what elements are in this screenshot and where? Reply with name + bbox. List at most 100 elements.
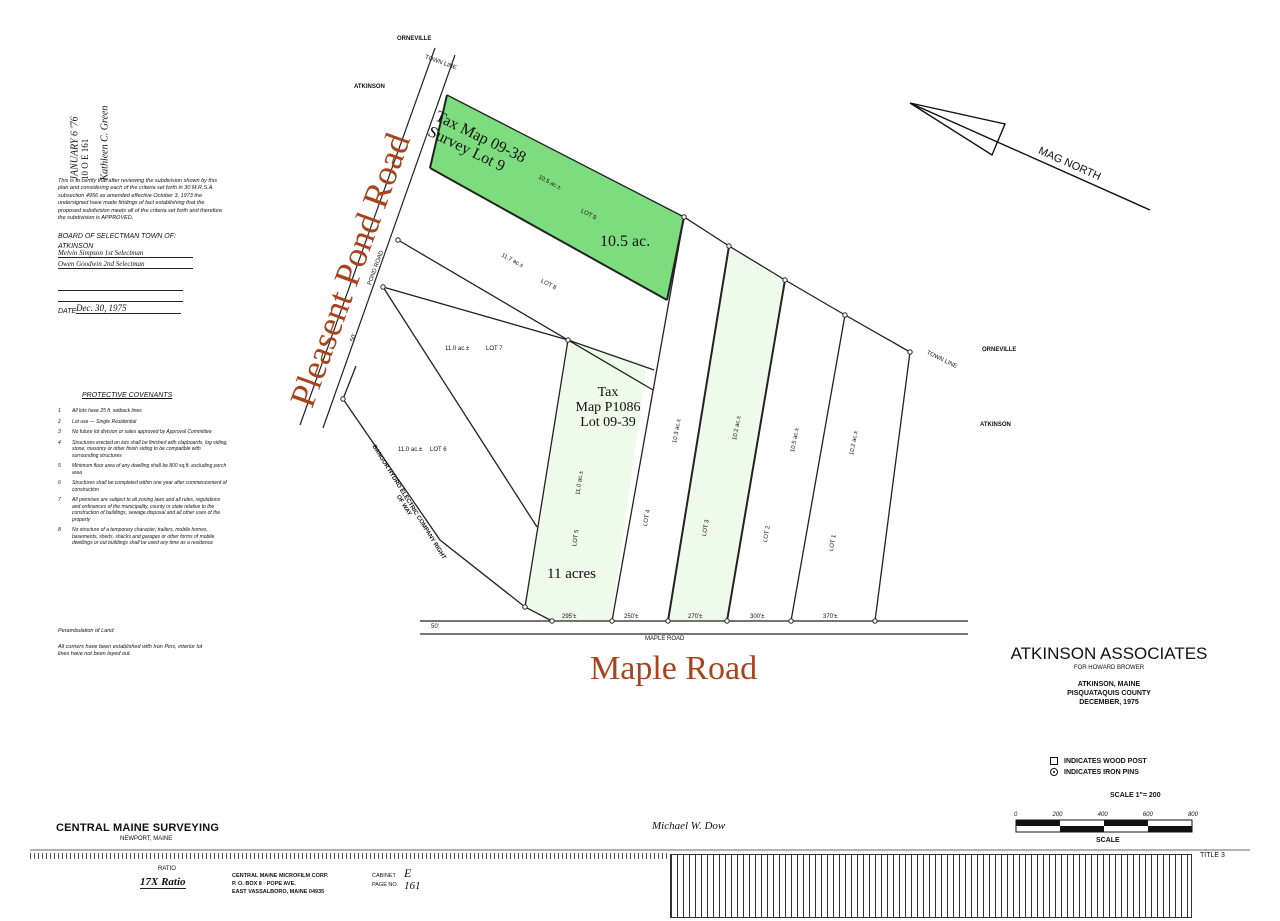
covenant-item: 5 Minimum floor area of any dwelling shal…: [58, 463, 228, 476]
recording-signer: Kathleen C. Green: [99, 105, 111, 181]
title-place: ATKINSON, MAINE: [1077, 681, 1141, 688]
recording-book-page: 10 O E 161: [80, 138, 90, 180]
covenants-list: 1 All lots have 25 ft. setback lines 2 Lot …: [58, 408, 228, 551]
legend: INDICATES WOOD POST INDICATES IRON PINS: [1050, 756, 1147, 778]
surveyor-name: CENTRAL MAINE SURVEYING: [56, 822, 220, 834]
lot-5-acreage-annotation: 11 acres: [547, 566, 596, 582]
covenant-number: 8: [58, 527, 61, 533]
top-atkinson-label: ATKINSON: [354, 84, 385, 90]
lot-7-label: LOT 7: [486, 346, 503, 352]
covenant-number: 6: [58, 480, 61, 486]
frontage-lot-4: 250'±: [624, 614, 639, 620]
right-atkinson-label: ATKINSON: [980, 422, 1011, 428]
covenant-number: 4: [58, 439, 61, 446]
blank-signature-lines: [58, 280, 183, 302]
title-location: ATKINSON, MAINE PISQUATAQUIS COUNTY DECE…: [1000, 680, 1218, 707]
frontage-lot-5: 295'±: [562, 614, 577, 620]
top-orneville-label: ORNEVILLE: [397, 36, 432, 42]
selectman-signature-1: Melvin Simpson 1st Selectman: [58, 249, 193, 258]
lot-3-highlight[interactable]: [668, 246, 785, 621]
scale-label: SCALE: [1096, 837, 1120, 844]
lot-9-highlight[interactable]: [430, 95, 684, 300]
covenant-text: Lot use — Single Residential: [72, 418, 137, 425]
lot-5-highlight[interactable]: [525, 340, 647, 621]
microfilm-title: TITLE 3: [1200, 852, 1225, 859]
lot-5-tax-map: Map P1086: [575, 400, 641, 415]
scale-text: SCALE 1"= 200: [1110, 792, 1161, 799]
covenant-item: 4 Structures erected on lots shall be fin…: [58, 440, 228, 460]
covenant-item: 6 Structures shall be completed within on…: [58, 480, 228, 493]
ratio-value: 17X Ratio: [140, 876, 186, 889]
ratio-label: RATIO: [158, 866, 176, 872]
covenant-number: 2: [58, 418, 61, 425]
covenant-text: No future lot division or sales approved…: [72, 429, 212, 435]
lot-6-label: LOT 6: [430, 447, 447, 453]
scale-marks: 0 200 400 600 800: [1014, 812, 1198, 818]
legend-iron-pins: INDICATES IRON PINS: [1064, 769, 1139, 776]
covenant-item: 8 No structure of a temporary character, …: [58, 527, 228, 547]
covenant-item: 1 All lots have 25 ft. setback lines: [58, 408, 228, 415]
frontage-lot-3: 270'±: [688, 614, 703, 620]
iron-pin-icon: [1050, 768, 1058, 777]
covenant-text: Minimum floor area of any dwelling shall…: [72, 463, 227, 476]
perambulation-title: Perambulation of Land:: [58, 628, 115, 634]
perambulation-text: All corners have been established with I…: [58, 644, 203, 658]
recording-date: JANUARY 6 '76: [69, 116, 81, 181]
legend-wood-post: INDICATES WOOD POST: [1064, 758, 1147, 765]
lot-5-tax: Tax: [597, 385, 619, 400]
lot-5-tax-annotation: Tax Map P1086 Lot 09-39: [568, 385, 648, 430]
page-value: 161: [404, 880, 421, 892]
cabinet-value: E: [404, 866, 412, 880]
date-label: DATE: [58, 308, 77, 315]
board-heading: BOARD OF SELECTMAN TOWN OF:: [58, 233, 176, 240]
covenant-item: 3 No future lot division or sales approve…: [58, 429, 228, 436]
maple-road-width: 50': [431, 624, 439, 630]
title-client: FOR HOWARD BROWER: [1073, 665, 1145, 671]
maple-road-label: Maple Road: [590, 650, 758, 687]
right-orneville-label: ORNEVILLE: [982, 347, 1017, 353]
page-label: PAGE NO.: [372, 882, 399, 888]
title-date: DECEMBER, 1975: [1079, 699, 1139, 706]
pond-road: [299, 47, 456, 429]
microfilm-corp-address: P. O. BOX 8 · POPE AVE.: [232, 881, 296, 887]
microfilm-corp-name: CENTRAL MAINE MICROFILM CORP.: [232, 873, 329, 879]
scale-mark: 200: [1052, 812, 1063, 818]
covenant-text: Structures shall be completed within one…: [72, 480, 227, 493]
scale-mark: 400: [1097, 812, 1108, 818]
covenant-text: Structures erected on lots shall be fini…: [72, 439, 228, 459]
microfilm-corp: CENTRAL MAINE MICROFILM CORP. P. O. BOX …: [232, 872, 328, 896]
frontage-lot-1: 370'±: [823, 614, 838, 620]
wood-post-icon: [1050, 757, 1058, 766]
lot-9-acreage-annotation: 10.5 ac.: [600, 233, 651, 250]
covenant-text: All lots have 25 ft. setback lines: [72, 408, 142, 414]
lot-7-area: 11.0 ac.±: [445, 346, 470, 352]
corner-pins: [340, 214, 913, 624]
maple-road-small-label: MAPLE ROAD: [645, 636, 685, 642]
frontage-lot-2: 300'±: [750, 614, 765, 620]
approval-date: Dec. 30, 1975: [76, 303, 181, 314]
microfilm-corp-city: EAST VASSALBORO, MAINE 04935: [232, 889, 325, 895]
approval-certificate: This is to certify that after reviewing …: [58, 178, 223, 222]
covenant-item: 2 Lot use — Single Residential: [58, 419, 228, 426]
lot-6-area: 11.0 ac.±: [398, 447, 423, 453]
title-company: ATKINSON ASSOCIATES: [1010, 644, 1208, 663]
lot-lines: [342, 94, 911, 622]
scale-mark: 0: [1014, 812, 1018, 818]
cabinet-label: CABINET: [372, 873, 396, 879]
measuring-ruler: [670, 854, 1192, 918]
cabinet-page-labels: CABINET PAGE NO.: [372, 872, 398, 890]
covenant-text: No structure of a temporary character, t…: [72, 527, 215, 546]
scale-mark: 600: [1142, 812, 1153, 818]
scale-mark: 800: [1187, 812, 1198, 818]
title-county: PISQUATAQUIS COUNTY: [1067, 690, 1151, 697]
mag-north-arrow: [909, 102, 1151, 211]
covenant-text: All premises are subject to all zoning l…: [72, 497, 221, 523]
covenant-number: 3: [58, 429, 61, 435]
scale-bar-graphic: [1015, 819, 1193, 833]
covenant-number: 1: [58, 408, 61, 414]
lot-5-lot-number: Lot 09-39: [580, 415, 636, 430]
selectman-signature-2: Owen Goodwin 2nd Selectman: [58, 260, 193, 269]
covenant-number: 5: [58, 463, 61, 469]
